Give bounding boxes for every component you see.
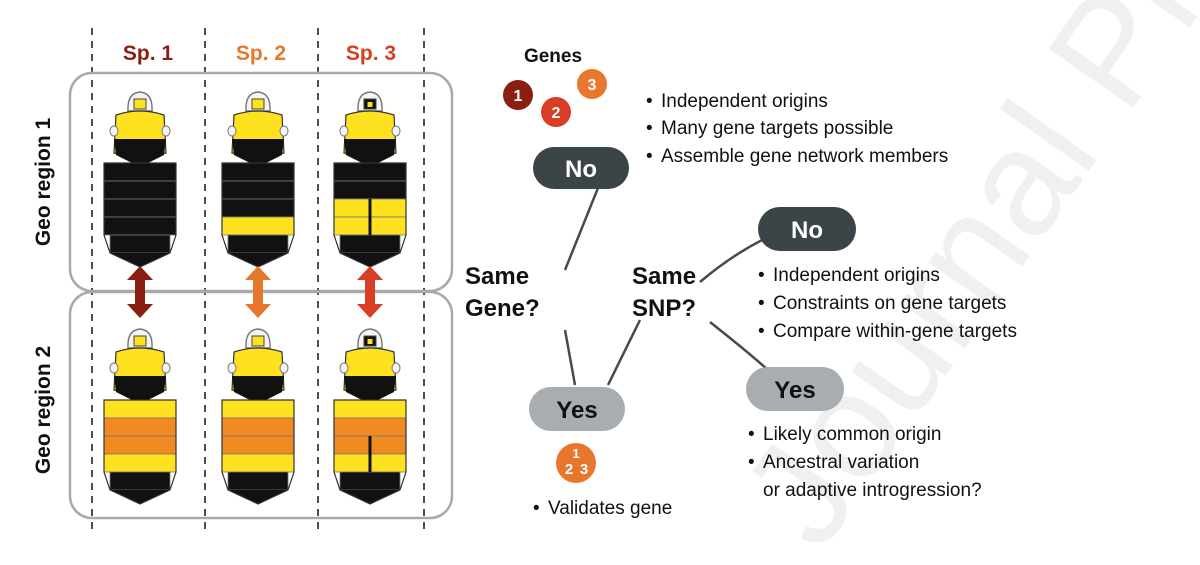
svg-text:Yes: Yes — [774, 377, 815, 404]
gene-no-bullet-2: Many gene targets possible — [661, 118, 893, 139]
snp-yes-pill: Yes — [746, 367, 844, 411]
gene-no-bullet-3: Assemble gene network members — [661, 146, 948, 167]
snp-yes-bullets: • Likely common origin • Ancestral varia… — [748, 424, 982, 501]
bee-sp2-region2 — [221, 328, 295, 505]
svg-text:3: 3 — [580, 461, 588, 478]
region-arrows — [127, 266, 383, 318]
gene-no-bullets: • Independent origins • Many gene target… — [646, 91, 948, 167]
snp-no-bullet-1: Independent origins — [773, 265, 940, 286]
gene-badge-2: 3 — [577, 69, 607, 99]
gene-badge-3: 2 — [541, 97, 571, 127]
gene-badge-1: 1 — [503, 80, 533, 110]
region-arrow-sp3 — [357, 266, 383, 318]
species-2-label: Sp. 2 — [236, 42, 286, 65]
bullet-dot: • — [758, 265, 765, 286]
yes-gene-badge: 1 2 3 — [556, 443, 596, 483]
svg-text:No: No — [565, 156, 597, 183]
species-3-label: Sp. 3 — [346, 42, 396, 65]
bullet-dot: • — [748, 452, 755, 473]
same-gene-line2: Gene? — [465, 295, 540, 322]
snp-no-bullets: • Independent origins • Constraints on g… — [758, 265, 1017, 342]
column-dividers — [91, 28, 425, 530]
svg-text:2: 2 — [552, 105, 561, 122]
snp-yes-bullet-1: Likely common origin — [763, 424, 941, 445]
snp-no-bullet-3: Compare within-gene targets — [773, 321, 1017, 342]
genes-title: Genes — [524, 46, 582, 67]
gene-yes-bullet-1: Validates gene — [548, 498, 672, 519]
svg-text:No: No — [791, 217, 823, 244]
snp-yes-bullet-2: Ancestral variation — [763, 452, 919, 473]
svg-text:2: 2 — [565, 461, 573, 478]
same-snp-line1: Same — [632, 263, 696, 290]
bullet-dot: • — [758, 321, 765, 342]
same-snp-line2: SNP? — [632, 295, 696, 322]
snp-no-bullet-2: Constraints on gene targets — [773, 293, 1006, 314]
species-1-label: Sp. 1 — [123, 42, 174, 65]
svg-text:Yes: Yes — [556, 397, 597, 424]
region-arrow-sp2 — [245, 266, 271, 318]
bee-sp1-region2 — [103, 328, 177, 505]
bee-sp2-region1 — [221, 91, 295, 268]
bee-sp1-region1 — [103, 91, 177, 268]
bullet-dot: • — [646, 91, 653, 112]
region-1-label: Geo region 1 — [32, 118, 55, 247]
bee-sp3-region2 — [333, 328, 407, 505]
snp-no-pill: No — [758, 207, 856, 251]
bullet-dot: • — [748, 424, 755, 445]
svg-text:1: 1 — [514, 88, 523, 105]
bullet-dot: • — [533, 498, 540, 519]
bullet-dot: • — [758, 293, 765, 314]
gene-no-pill: No — [533, 147, 629, 189]
region-arrow-sp1 — [127, 266, 153, 318]
bullet-dot: • — [646, 146, 653, 167]
gene-yes-pill: Yes — [529, 387, 625, 431]
region-2-label: Geo region 2 — [32, 346, 55, 474]
bee-illustrations — [103, 91, 407, 505]
svg-text:3: 3 — [588, 77, 597, 94]
bullet-dot: • — [646, 118, 653, 139]
same-gene-line1: Same — [465, 263, 529, 290]
gene-yes-bullets: • Validates gene — [533, 498, 672, 519]
svg-text:1: 1 — [572, 446, 579, 461]
bee-sp3-region1 — [333, 91, 407, 268]
snp-yes-bullet-3: or adaptive introgression? — [763, 480, 982, 501]
gene-no-bullet-1: Independent origins — [661, 91, 828, 112]
